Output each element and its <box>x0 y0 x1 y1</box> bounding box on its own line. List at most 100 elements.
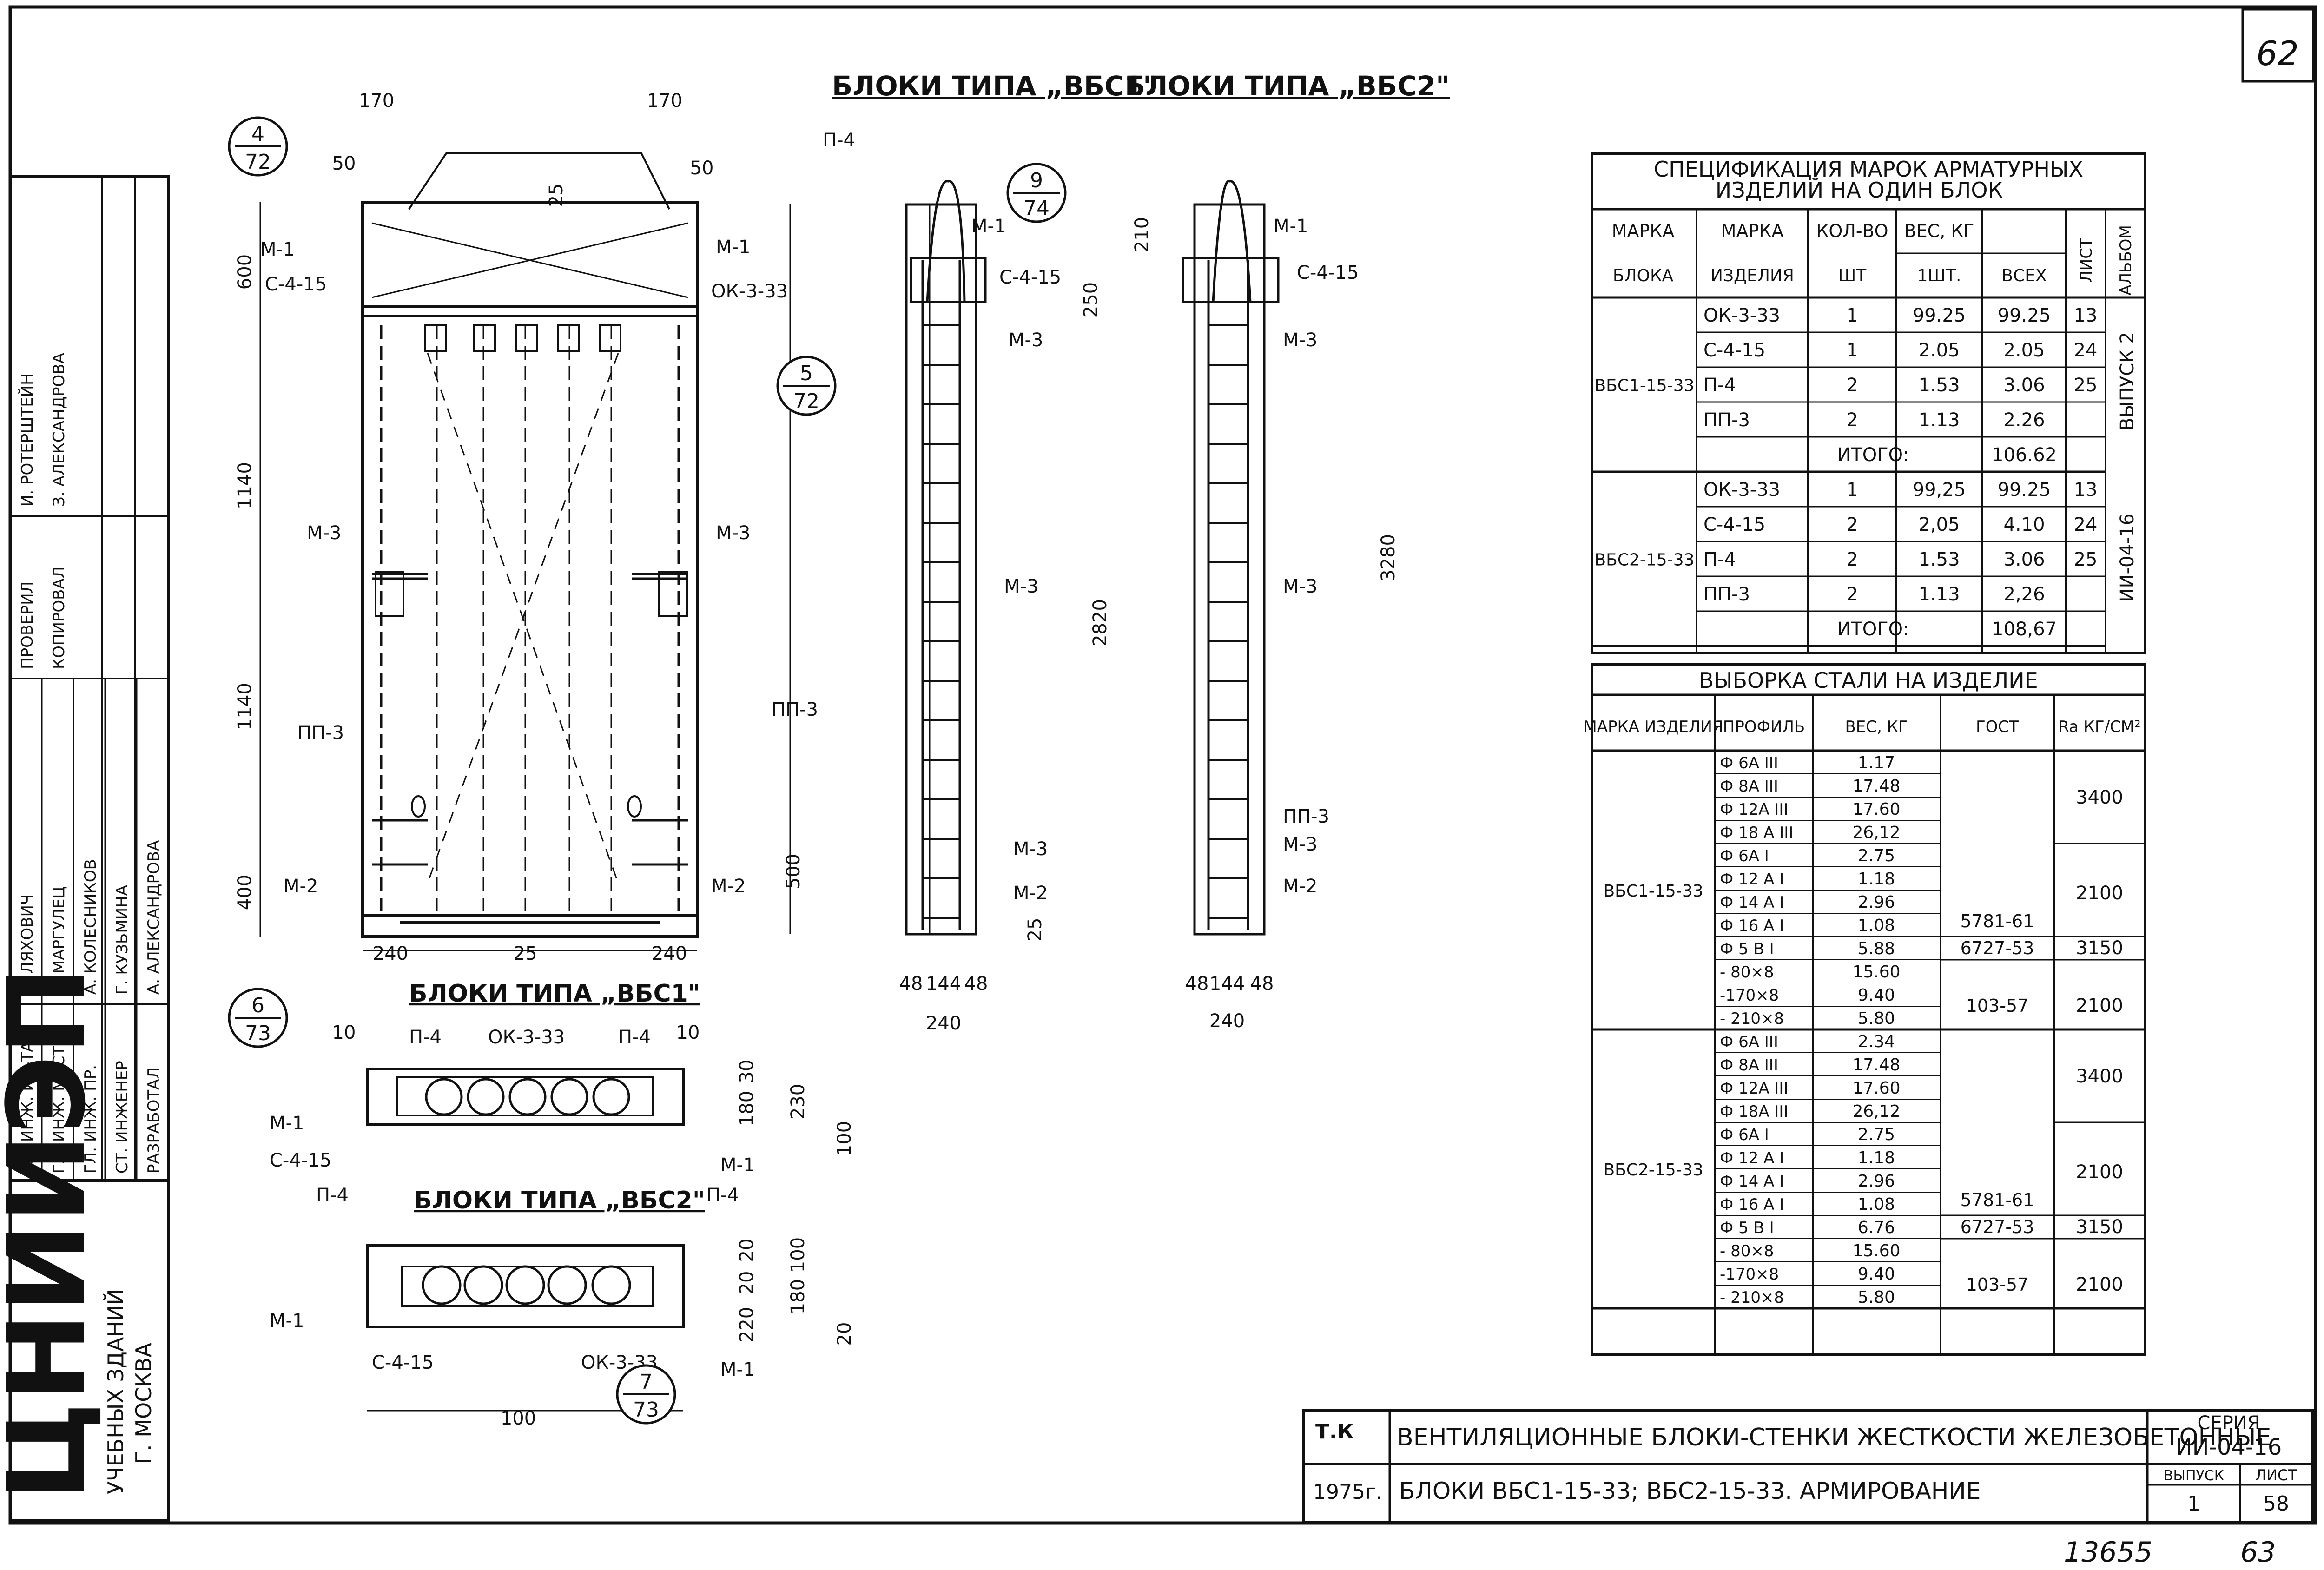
spec-header: 1ШТ. <box>1917 266 1961 285</box>
title-block <box>1302 1409 2314 1524</box>
block-elevation <box>361 152 699 938</box>
rebar-label: П-4 <box>618 1027 651 1048</box>
steel-ra: 3150 <box>2076 937 2123 959</box>
rebar-label: С-4-15 <box>999 267 1061 288</box>
dimension-label: 400 <box>234 875 256 910</box>
subtitle-vbs2: БЛОКИ ТИПА „ВБС2" <box>414 1187 705 1214</box>
rebar-label: М-3 <box>1013 838 1048 860</box>
rebar-label: М-2 <box>1283 876 1317 897</box>
footer-number-right: 63 <box>2240 1536 2276 1569</box>
spec-header: ЛИСТ <box>2077 238 2096 283</box>
dimension-label: 500 <box>783 854 804 889</box>
dimension-label: 50 <box>690 158 714 179</box>
spec-item: ОК-3-33 <box>1703 305 1780 326</box>
steel-weight: 5.80 <box>1858 1288 1895 1307</box>
steel-weight: 15.60 <box>1852 1241 1900 1260</box>
spec-qty: 1 <box>1846 305 1858 326</box>
dimension-label: 240 <box>926 1013 961 1034</box>
spec-qty: 2 <box>1846 409 1858 431</box>
dimension-label: 1140 <box>234 462 256 509</box>
spec-sheet: 25 <box>2074 375 2098 396</box>
steel-weight: 9.40 <box>1858 1265 1895 1284</box>
callout-top: 6 <box>251 994 264 1017</box>
steel-weight: 9.40 <box>1858 986 1895 1005</box>
rebar-label: П-4 <box>409 1027 442 1048</box>
year-label: 1975г. <box>1313 1480 1382 1504</box>
dimension-label: 48 <box>1185 973 1209 995</box>
spec-weight-all: 99.25 <box>1998 479 2051 501</box>
spec-item: П-4 <box>1703 549 1736 570</box>
steel-ra: 3150 <box>2076 1216 2123 1238</box>
spec-item: С-4-15 <box>1703 340 1765 361</box>
rebar-label: С-4-15 <box>372 1352 434 1373</box>
rebar-label: М-3 <box>1004 576 1038 597</box>
callout-bottom: 73 <box>245 1022 271 1045</box>
rebar-label: С-4-15 <box>265 274 327 295</box>
steel-weight: 1.17 <box>1858 753 1895 772</box>
rebar-label: ПП-3 <box>297 722 344 744</box>
spec-header: БЛОКА <box>1613 266 1674 285</box>
dimension-label: 170 <box>359 90 394 112</box>
steel-profile: Ф 16 А I <box>1720 1195 1784 1214</box>
callout-top: 5 <box>800 362 813 385</box>
dimension-label: 2820 <box>1089 599 1111 646</box>
spec-weight-one: 99.25 <box>1913 305 1966 326</box>
stamp-role: ГЛ. ИНЖ. МАСТ. <box>50 1041 68 1174</box>
dimension-label: 600 <box>234 254 256 290</box>
steel-ra: 2100 <box>2076 995 2123 1016</box>
steel-profile: Ф 14 А I <box>1720 1172 1784 1191</box>
steel-weight: 2.75 <box>1858 1125 1895 1144</box>
stamp-name: Г. КУЗЬМИНА <box>113 885 132 995</box>
rebar-label: М-3 <box>307 522 341 544</box>
steel-weight: 1.08 <box>1858 1195 1895 1214</box>
steel-profile: Ф 6А III <box>1720 1033 1778 1051</box>
steel-weight: 2.34 <box>1858 1032 1895 1051</box>
spec-weight-all: 4.10 <box>2003 514 2045 535</box>
rebar-label: П-4 <box>706 1185 739 1206</box>
dimension-label: 48 <box>964 973 988 995</box>
stamp-role: ГЛ. ИНЖ. ПР. <box>81 1065 100 1174</box>
steel-gost: 6727-53 <box>1961 938 2034 958</box>
steel-profile: Ф 12 А I <box>1720 1149 1784 1168</box>
dimension-label: 10 <box>332 1022 356 1043</box>
doc-title: ВЕНТИЛЯЦИОННЫЕ БЛОКИ-СТЕНКИ ЖЕСТКОСТИ ЖЕ… <box>1397 1424 2271 1451</box>
title-vbs2: БЛОКИ ТИПА „ВБС2" <box>1125 70 1450 102</box>
steel-header: МАРКА ИЗДЕЛИЯ <box>1583 718 1723 736</box>
steel-profile: Ф 12А III <box>1720 800 1789 819</box>
stamp-name: А. КОЛЕСНИКОВ <box>81 859 100 995</box>
steel-weight: 17.60 <box>1852 800 1900 819</box>
dimension-label: 240 <box>652 943 687 964</box>
callout-bottom: 74 <box>1023 197 1050 220</box>
spec-title: СПЕЦИФИКАЦИЯ МАРОК АРМАТУРНЫХ <box>1654 157 2083 182</box>
dimension-label: 20 <box>736 1239 758 1262</box>
steel-profile: Ф 18 А III <box>1720 824 1793 842</box>
steel-profile: - 80×8 <box>1720 1242 1774 1260</box>
steel-weight: 1.08 <box>1858 916 1895 935</box>
dimension-label: 144 <box>926 973 961 995</box>
stamp-role: ГЛ. ИНЖ. ИН-ТА <box>18 1042 37 1174</box>
callout-top: 9 <box>1030 169 1043 192</box>
steel-profile: - 80×8 <box>1720 963 1774 982</box>
steel-profile: -170×8 <box>1720 986 1779 1005</box>
title-vbs1: БЛОКИ ТИПА „ВБС1" <box>832 70 1157 102</box>
rebar-label: П-4 <box>316 1185 349 1206</box>
spec-item: ОК-3-33 <box>1703 479 1780 501</box>
steel-profile: Ф 6А I <box>1720 847 1769 865</box>
steel-profile: Ф 5 В I <box>1720 1219 1774 1237</box>
rebar-label: М-2 <box>284 876 318 897</box>
spec-weight-one: 2.05 <box>1918 340 1960 361</box>
stamp-role: КОПИРОВАЛ <box>50 567 68 669</box>
steel-profile: Ф 5 В I <box>1720 940 1774 958</box>
stamp-name: И. РОТЕРШТЕЙН <box>18 373 37 507</box>
dimension-label: 220 <box>736 1307 758 1342</box>
rebar-label: М-1 <box>971 216 1006 237</box>
steel-weight: 1.18 <box>1858 870 1895 889</box>
spec-qty: 2 <box>1846 549 1858 570</box>
steel-profile: Ф 16 А I <box>1720 917 1784 935</box>
spec-qty: 1 <box>1846 340 1858 361</box>
rebar-label: М-3 <box>716 522 750 544</box>
spec-total: 106.62 <box>1992 444 2057 466</box>
